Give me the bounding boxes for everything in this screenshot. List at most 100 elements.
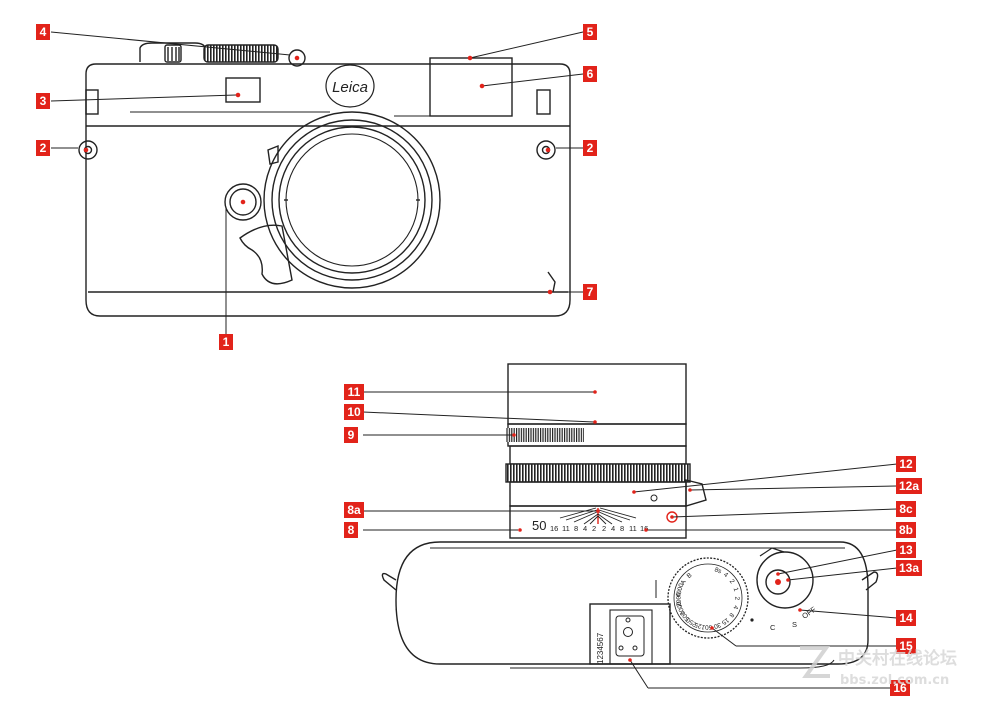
svg-text:8: 8 — [348, 523, 355, 537]
callout-7: 7 — [583, 284, 597, 300]
callout-5: 5 — [583, 24, 597, 40]
svg-text:10: 10 — [347, 405, 361, 419]
callout-8b: 8b — [896, 522, 916, 538]
shutter-release-button — [756, 551, 814, 609]
aperture-ring-grip — [506, 428, 584, 442]
focusing-tab — [685, 479, 707, 507]
svg-text:11: 11 — [348, 385, 361, 399]
callout-6: 6 — [583, 66, 597, 82]
shutter-dial-value: 60 — [705, 623, 713, 630]
dof-left-4: 4 — [583, 524, 587, 533]
watermark-title: 中关村在线论坛 — [838, 648, 957, 669]
callout-16: 16 — [890, 680, 910, 696]
callout-3: 3 — [36, 93, 50, 109]
focusing-ring — [505, 463, 691, 483]
leica-logo-badge — [325, 64, 375, 108]
camera-body-front — [85, 63, 571, 317]
callout-14: 14 — [896, 610, 916, 626]
watermark-z-icon — [800, 646, 830, 678]
callout-8a: 8a — [344, 502, 364, 518]
shutter-dial-value: 8 — [727, 611, 735, 618]
dof-left-8: 8 — [574, 524, 578, 533]
callout-4: 4 — [36, 24, 50, 40]
svg-text:8a: 8a — [347, 503, 361, 517]
lens-engravings: 50 16 11 8 4 2 2 4 8 11 16 — [532, 518, 648, 533]
strap-lug-right-top — [861, 571, 879, 591]
shutter-dial-value: 30 — [712, 621, 721, 630]
shutter-dial-value: 125 — [693, 621, 706, 631]
dof-left-2: 2 — [592, 524, 596, 533]
front-leaders — [50, 31, 584, 334]
svg-text:2: 2 — [587, 141, 594, 155]
svg-text:13: 13 — [899, 543, 913, 557]
mode-s-label: S — [792, 620, 797, 629]
svg-text:16: 16 — [893, 681, 907, 695]
watermark: 中关村在线论坛 bbs.zol.com.cn — [800, 646, 957, 688]
svg-text:15: 15 — [899, 639, 913, 653]
svg-text:8b: 8b — [899, 523, 913, 537]
shutter-dial-value: 1 — [732, 587, 740, 593]
callout-13: 13 — [896, 542, 916, 558]
callout-9: 9 — [344, 427, 358, 443]
strap-lug-left — [78, 89, 99, 160]
dof-right-11: 11 — [629, 524, 637, 533]
callout-10: 10 — [344, 404, 364, 420]
svg-text:3: 3 — [40, 94, 47, 108]
dof-right-4: 4 — [611, 524, 615, 533]
strap-lug-left-top — [381, 572, 397, 591]
self-timer-led — [288, 49, 306, 67]
mode-off-label: OFF — [800, 605, 818, 621]
top-leaders — [362, 390, 898, 689]
callout-15: 15 — [896, 638, 916, 654]
camera-body-top — [395, 541, 869, 665]
lens-mount — [263, 111, 441, 289]
dof-left-16: 16 — [550, 524, 558, 533]
mode-c-label: C — [770, 623, 776, 632]
watermark-url: bbs.zol.com.cn — [840, 673, 949, 688]
callout-13a: 13a — [896, 560, 922, 576]
svg-text:7: 7 — [587, 285, 594, 299]
shutter-dial-value: 4000 — [675, 582, 686, 598]
callout-12a: 12a — [896, 478, 922, 494]
shutter-dial-value: 15 — [720, 616, 730, 626]
shutter-dial-value: 2000 — [675, 592, 683, 607]
shutter-dial-value: A — [680, 578, 689, 586]
svg-text:12a: 12a — [899, 479, 919, 493]
svg-text:9: 9 — [348, 428, 355, 442]
lens-release-button — [224, 183, 262, 221]
shutter-dial-value: 8s — [713, 566, 723, 575]
dof-right-2: 2 — [602, 524, 606, 533]
shutter-dial-value: 1000 — [675, 600, 687, 616]
focal-length-label: 50 — [532, 518, 546, 533]
shutter-dial-value: B — [686, 572, 694, 580]
callout-11: 11 — [344, 384, 364, 400]
callout-2-right: 2 — [583, 140, 597, 156]
svg-text:4: 4 — [40, 25, 47, 39]
dof-left-11: 11 — [562, 524, 570, 533]
svg-text:6: 6 — [587, 67, 594, 81]
svg-text:14: 14 — [899, 611, 913, 625]
dof-right-16: 16 — [640, 524, 648, 533]
callout-12: 12 — [896, 456, 916, 472]
callout-2-left: 2 — [36, 140, 50, 156]
serial-number: 1234567 — [596, 632, 605, 664]
shutter-dial-value: 2 — [733, 596, 740, 600]
callout-8: 8 — [344, 522, 358, 538]
dof-right-8: 8 — [620, 524, 624, 533]
shutter-speed-dial-top — [667, 557, 749, 639]
viewfinder-window — [429, 57, 513, 117]
svg-text:12: 12 — [899, 457, 913, 471]
shutter-dial-value: 4 — [722, 571, 729, 579]
strap-lug-right — [536, 89, 556, 160]
svg-text:1: 1 — [223, 335, 230, 349]
svg-text:8c: 8c — [899, 502, 913, 516]
callout-8c: 8c — [896, 501, 916, 517]
svg-text:13a: 13a — [899, 561, 919, 575]
rangefinder-window — [225, 77, 261, 103]
shutter-dial-value: 4 — [731, 604, 739, 610]
svg-text:5: 5 — [587, 25, 594, 39]
svg-text:2: 2 — [40, 141, 47, 155]
shutter-dial-value: 2 — [728, 578, 736, 585]
